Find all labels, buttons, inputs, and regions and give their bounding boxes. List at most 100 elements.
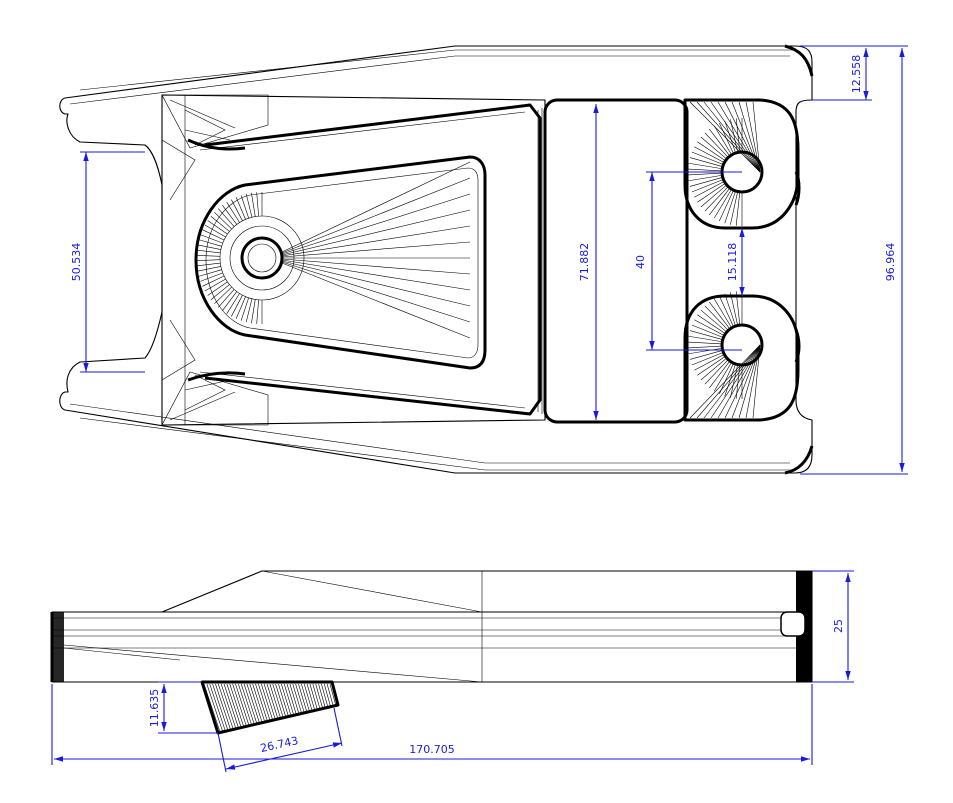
lug-fan-ray (691, 324, 724, 338)
lug-fan-ray (731, 101, 761, 173)
pocket-fan-ray (214, 212, 232, 230)
boss-fan-ray (206, 683, 223, 732)
lug-fan-ray (724, 363, 736, 397)
pocket-outer-edge-2 (199, 111, 526, 409)
boss-fan-ray (281, 683, 292, 717)
lug-fan-ray (691, 179, 724, 193)
boss-fan-ray (218, 683, 234, 730)
lug-fan-ray (700, 309, 727, 333)
boss-fan-ray (249, 683, 263, 723)
dim-text-11-635: 11.635 (148, 689, 161, 728)
side-slope-line-3 (63, 647, 181, 661)
lug-fan-ray (694, 354, 725, 371)
pocket-fan-ray (251, 192, 256, 217)
pocket-fan-ray (218, 208, 235, 227)
lug-fan-ray (730, 191, 738, 225)
boss-fan-ray (212, 683, 229, 731)
inner-pocket (194, 155, 487, 370)
pocket-fan-ray (281, 259, 471, 291)
boss-fan-ray (312, 683, 321, 710)
lug-fans (688, 101, 761, 419)
boss-fan-ray (263, 683, 276, 720)
lug-fan-ray (688, 174, 723, 182)
boss-fan-ray (266, 683, 279, 720)
boss-hole-inner (247, 243, 277, 273)
boss-fan-ray (278, 683, 289, 717)
boss-fan-ray (283, 683, 295, 716)
pocket-fan-ray (210, 216, 230, 232)
pocket-fan-ray (196, 249, 221, 254)
pocket-fan-ray (202, 229, 225, 241)
boss-fan-ray (323, 683, 332, 708)
lug-fan-ray (696, 344, 761, 419)
pocket-fan-ray (235, 296, 246, 319)
lug-fan-ray (717, 344, 761, 419)
pocket-fan-ray (222, 205, 238, 225)
lug-fan-ray (710, 344, 761, 419)
lug-fan-ray (696, 101, 761, 173)
pocket-fan-ray (281, 209, 471, 256)
lug-fan-ray (709, 301, 731, 330)
lug-fan-ray (709, 128, 731, 157)
lug-fan-ray (731, 344, 761, 419)
pocket-fan-ray (281, 258, 471, 275)
lug-fan-ray (688, 335, 723, 343)
lug-fan-ray (719, 363, 734, 395)
lug-fan-ray (730, 292, 738, 326)
boss-fan-ray (209, 683, 226, 731)
lug-fan-ray (724, 344, 761, 419)
lug-fan-ray (735, 191, 741, 226)
dim-text-25: 25 (832, 619, 845, 633)
boss-fan-ray (292, 683, 303, 714)
lug-fan-ray (703, 344, 761, 419)
lug-fan-ray (689, 101, 761, 173)
pocket-fan-ray (251, 299, 256, 324)
lug-fan-ray (704, 132, 729, 158)
pocket-fan-ray (202, 275, 225, 287)
pocket-fan-ray (198, 239, 222, 247)
pocket-fan-ray (207, 281, 228, 296)
lug-fan-ray (724, 190, 736, 224)
side-view-boss (200, 680, 340, 735)
lug-fan-ray (730, 364, 738, 398)
boss-fan-ray (252, 683, 266, 723)
boss-fan-ray (238, 683, 252, 726)
side-view-dimensions: 25 11.635 26.743 170.705 (51, 570, 854, 773)
pocket-fan-ray (204, 224, 226, 238)
pocket-fan-ray (240, 195, 249, 219)
pocket-fan-ray (281, 177, 471, 254)
top-view-dimensions: 50.534 71.882 40 15.118 96.964 12.558 (70, 45, 908, 475)
pocket-fan-ray (197, 244, 221, 250)
pocket-fan-ray (240, 297, 249, 321)
boss-fan-ray (275, 683, 287, 718)
bottom-edge-line-2 (79, 417, 792, 471)
pocket-fan-ray (210, 284, 230, 300)
boss-fan-ray (246, 683, 260, 724)
lug-fan-ray (724, 101, 761, 173)
lug-fan-ray (713, 188, 732, 219)
pocket-fan-ray (256, 192, 259, 217)
pocket-corner-bottom (187, 371, 246, 382)
lug-fan-ray (697, 182, 726, 203)
lower-lug-fillet (794, 329, 801, 363)
top-view: 50.534 71.882 40 15.118 96.964 12.558 (59, 44, 908, 475)
boss-fan-ray (301, 683, 310, 712)
lug-fan-ray (704, 186, 729, 212)
boss-fan-ray (223, 683, 239, 728)
pocket-fan-ray (196, 259, 221, 261)
lug-fan-ray (697, 314, 726, 335)
boss-fan-ray (315, 683, 324, 710)
lug-fan-ray (709, 360, 731, 389)
pocket-fan-ray (281, 262, 471, 339)
lug-fan-ray (697, 141, 726, 162)
pocket-fan-ray (245, 298, 253, 323)
side-left-end-fill (52, 612, 64, 682)
pocket-fan-ray (281, 260, 471, 307)
boss-fan-ray (309, 683, 318, 711)
lug-fan-ray (697, 355, 726, 376)
boss-fan-ray (321, 683, 329, 708)
pocket-fan-ray (281, 261, 471, 323)
pocket-fan-ray (200, 272, 223, 282)
dim-line-26-743 (225, 742, 343, 770)
pocket-fan-ray (281, 225, 471, 257)
